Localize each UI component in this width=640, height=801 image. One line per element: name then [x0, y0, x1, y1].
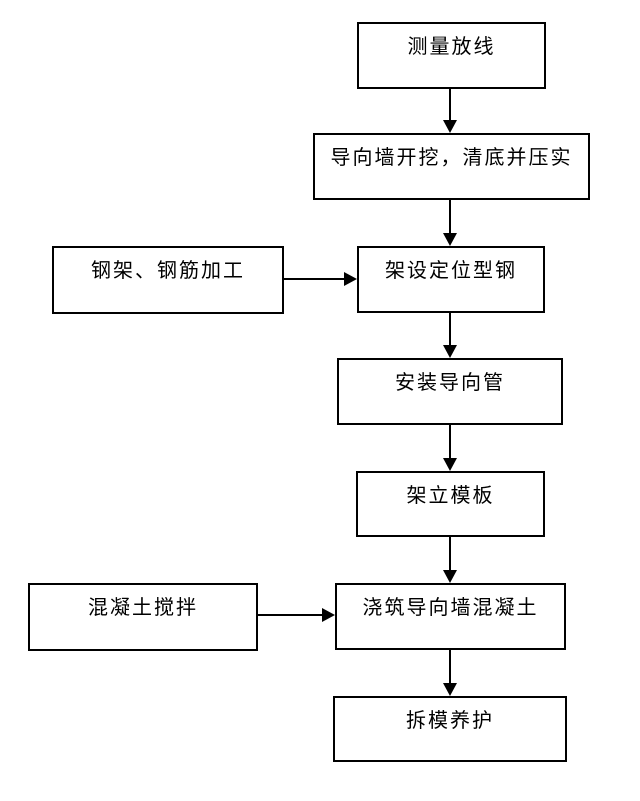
- arrow-pour-concrete-to-curing: [442, 650, 458, 696]
- arrow-shaft: [449, 313, 451, 345]
- node-pour-concrete: 浇筑导向墙混凝土: [335, 583, 566, 650]
- node-excavation-label: 导向墙开挖，清底并压实: [330, 147, 573, 169]
- arrow-shaft: [449, 537, 451, 570]
- arrow-guide-pipe-to-formwork: [442, 425, 458, 471]
- arrowhead-down-icon: [443, 233, 457, 246]
- node-survey-layout-label: 测量放线: [407, 36, 496, 58]
- node-pour-concrete-label: 浇筑导向墙混凝土: [362, 597, 539, 619]
- node-excavation: 导向墙开挖，清底并压实: [313, 133, 590, 200]
- node-steel-processing: 钢架、钢筋加工: [52, 246, 284, 314]
- node-curing-label: 拆模养护: [406, 710, 494, 732]
- arrowhead-down-icon: [443, 458, 457, 471]
- node-formwork-label: 架立模板: [406, 485, 495, 507]
- arrowhead-right-icon: [344, 272, 357, 286]
- arrowhead-down-icon: [443, 683, 457, 696]
- node-curing: 拆模养护: [333, 696, 567, 762]
- node-positioning-steel: 架设定位型钢: [357, 246, 545, 313]
- node-steel-processing-label: 钢架、钢筋加工: [91, 260, 245, 282]
- arrow-shaft: [258, 614, 322, 616]
- node-concrete-mixing: 混凝土搅拌: [28, 583, 258, 651]
- arrow-formwork-to-pour-concrete: [442, 537, 458, 583]
- arrowhead-down-icon: [443, 570, 457, 583]
- node-positioning-steel-label: 架设定位型钢: [385, 260, 517, 282]
- arrow-steel-processing-to-positioning-steel: [284, 271, 357, 287]
- arrowhead-down-icon: [443, 120, 457, 133]
- arrow-positioning-steel-to-guide-pipe: [442, 313, 458, 358]
- arrow-survey-to-excavation: [442, 89, 458, 133]
- arrow-excavation-to-positioning-steel: [442, 200, 458, 246]
- arrowhead-down-icon: [443, 345, 457, 358]
- node-concrete-mixing-label: 混凝土搅拌: [88, 597, 198, 619]
- node-guide-pipe-label: 安装导向管: [395, 372, 505, 394]
- node-guide-pipe: 安装导向管: [337, 358, 563, 425]
- arrow-concrete-mixing-to-pour-concrete: [258, 607, 335, 623]
- arrow-shaft: [284, 278, 344, 280]
- node-formwork: 架立模板: [356, 471, 545, 537]
- arrow-shaft: [449, 425, 451, 458]
- arrow-shaft: [449, 89, 451, 120]
- arrow-shaft: [449, 650, 451, 683]
- arrowhead-right-icon: [322, 608, 335, 622]
- node-survey-layout: 测量放线: [357, 22, 546, 89]
- arrow-shaft: [449, 200, 451, 233]
